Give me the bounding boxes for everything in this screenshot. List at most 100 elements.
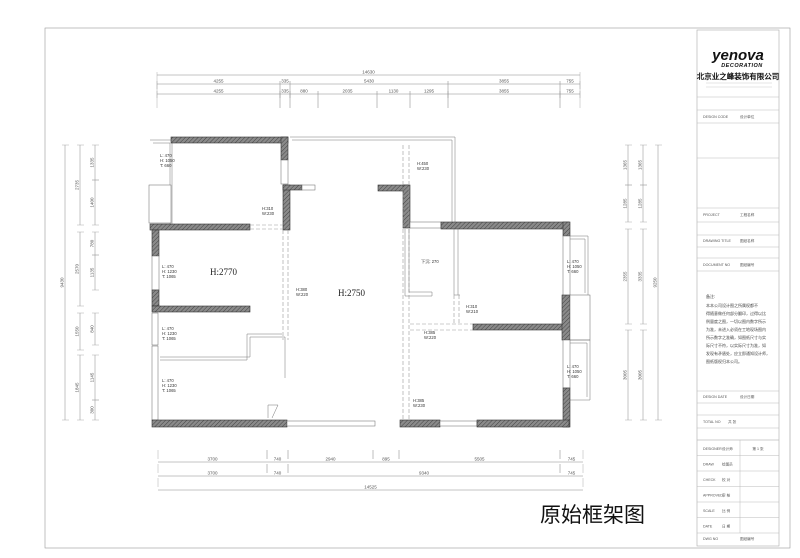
opening-annotation: W:220 <box>296 292 309 297</box>
opening-annotation: T: 660 <box>160 163 172 168</box>
dimension-label: 2355 <box>623 271 628 282</box>
row-project-cn: 工程名称 <box>740 212 755 217</box>
dimension-label: 880 <box>300 89 308 94</box>
dimension-label: 1135 <box>90 267 95 277</box>
dimension-label: 840 <box>90 325 95 333</box>
dimension-label: 5505 <box>474 457 485 462</box>
row-drawing-title-en: DRAWING TITLE <box>703 239 732 243</box>
dimension-label: 2940 <box>325 457 336 462</box>
dimension-label: 780 <box>90 239 95 247</box>
row-design-date-cn: 设计日期 <box>740 394 755 399</box>
sign-row-cn: 日 期 <box>722 524 731 529</box>
opening-annotation: L: 470 <box>162 264 174 269</box>
title-block: yenova DECORATION 北京业之峰装饰有限公司 DESIGN COD… <box>696 29 780 547</box>
opening-annotation: L: 470 <box>162 378 174 383</box>
opening-annotation: T: 660 <box>567 269 579 274</box>
dimension-label: 2735 <box>75 179 80 190</box>
dimension-label: 3855 <box>499 79 510 84</box>
note-line: 为准，未进入必须在工地现场图内 <box>706 326 766 332</box>
note-line: 所示数字之准确，如图纸尺寸与实 <box>706 334 766 340</box>
row-design-code-en: DESIGN CODE <box>703 115 729 119</box>
opening-annotation: H: 1050 <box>567 369 582 374</box>
dimension-label: 1550 <box>75 326 80 337</box>
dimension-label: 4255 <box>213 89 224 94</box>
opening-annotation: L: 470 <box>162 326 174 331</box>
opening-annotation: H: 1230 <box>162 331 177 336</box>
dimension-label: 1285 <box>638 198 643 209</box>
dimension-label: 5430 <box>364 79 375 84</box>
dimension-label: 3335 <box>638 271 643 282</box>
sign-row-cn: 比 例 <box>722 508 731 513</box>
note-title: 备注: <box>706 293 715 299</box>
opening-annotation: H:385 <box>413 398 425 403</box>
row-drawing-title-cn: 图纸名称 <box>740 238 755 243</box>
company-name: 北京业之峰装饰有限公司 <box>697 71 780 81</box>
dimension-label: 3005 <box>638 369 643 380</box>
opening-annotation: T: 660 <box>567 374 579 379</box>
opening-annotation: H: 1050 <box>160 158 175 163</box>
dimension-label: 335 <box>281 89 289 94</box>
opening-annotation: L: 470 <box>567 259 579 264</box>
dimension-label: 2035 <box>342 89 353 94</box>
drawing-caption: 原始框架图 <box>540 503 645 527</box>
dimension-label: 9250 <box>653 277 658 288</box>
opening-annotation: W:210 <box>466 309 479 314</box>
opening-annotation: T: 1065 <box>162 274 176 279</box>
dimension-label: 300 <box>90 406 95 414</box>
sunken-floor-note: 下沉: 270 <box>421 258 439 265</box>
dimension-label: 1130 <box>389 89 399 94</box>
drawing-frame <box>44 27 791 549</box>
row-document-no-cn: 图纸编号 <box>740 262 755 267</box>
dimension-label: 3005 <box>623 369 628 380</box>
sign-row-en: DATE <box>703 525 713 529</box>
sign-row-en: SCALE <box>703 509 715 513</box>
dimension-label: 9430 <box>60 277 65 288</box>
note-line: 本本公司设计图之所属权都不 <box>706 302 758 308</box>
dimension-label: 3700 <box>207 471 218 476</box>
dimension-label: 9340 <box>419 471 430 476</box>
note-line: 图纸版权归本公司。 <box>706 358 742 364</box>
plan-walls <box>148 136 591 428</box>
sign-row-cn: 审 核 <box>722 493 731 498</box>
sign-row-cn: 绘图员 <box>722 462 733 467</box>
row-document-no-en: DOCUMENT NO <box>703 263 730 267</box>
dimension-label: 755 <box>566 79 574 84</box>
dimension-label: 740 <box>274 457 282 462</box>
sign-row-cn: 校 对 <box>722 477 731 482</box>
dimension-label: 1365 <box>638 159 643 170</box>
dimension-label: 755 <box>566 89 574 94</box>
room-height-center: H:2750 <box>338 288 366 298</box>
row-total-no-cn: 共 张 <box>728 419 737 424</box>
opening-annotation: L: 470 <box>160 153 172 158</box>
opening-annotation: W:230 <box>262 211 275 216</box>
dimension-label: 3700 <box>207 457 218 462</box>
opening-annotation: H: 1050 <box>567 264 582 269</box>
sign-row-en: APPROVED <box>703 494 723 498</box>
dimension-label: 14630 <box>362 70 375 75</box>
note-line: 际尺寸不符，以实际尺寸为准，如 <box>706 342 766 348</box>
sign-row-en: DESIGNER <box>703 447 722 451</box>
dimension-label: 1365 <box>623 159 628 170</box>
dimension-label: 745 <box>568 457 576 462</box>
row-project-en: PROJECT <box>703 213 721 217</box>
row-design-date-en: DESIGN DATE <box>703 395 728 399</box>
sign-row-cn: 设计师 <box>722 446 733 451</box>
row-total-no-en: TOTAL NO <box>703 420 721 424</box>
dwg-no-en: DWG NO <box>703 537 718 541</box>
dimension-label: 1335 <box>90 157 95 168</box>
sign-row-en: CHECK <box>703 478 716 482</box>
dimension-label: 14525 <box>364 485 377 490</box>
room-height-left: H:2770 <box>210 267 238 277</box>
dimension-label: 1400 <box>90 197 95 208</box>
opening-annotation: T: 1065 <box>162 336 176 341</box>
dimension-label: 1285 <box>623 198 628 209</box>
opening-annotation: W:230 <box>417 166 430 171</box>
opening-annotation: H: 1230 <box>162 383 177 388</box>
dimension-label: 895 <box>382 457 390 462</box>
opening-annotation: T: 1065 <box>162 388 176 393</box>
opening-annotation: H:310 <box>262 206 274 211</box>
